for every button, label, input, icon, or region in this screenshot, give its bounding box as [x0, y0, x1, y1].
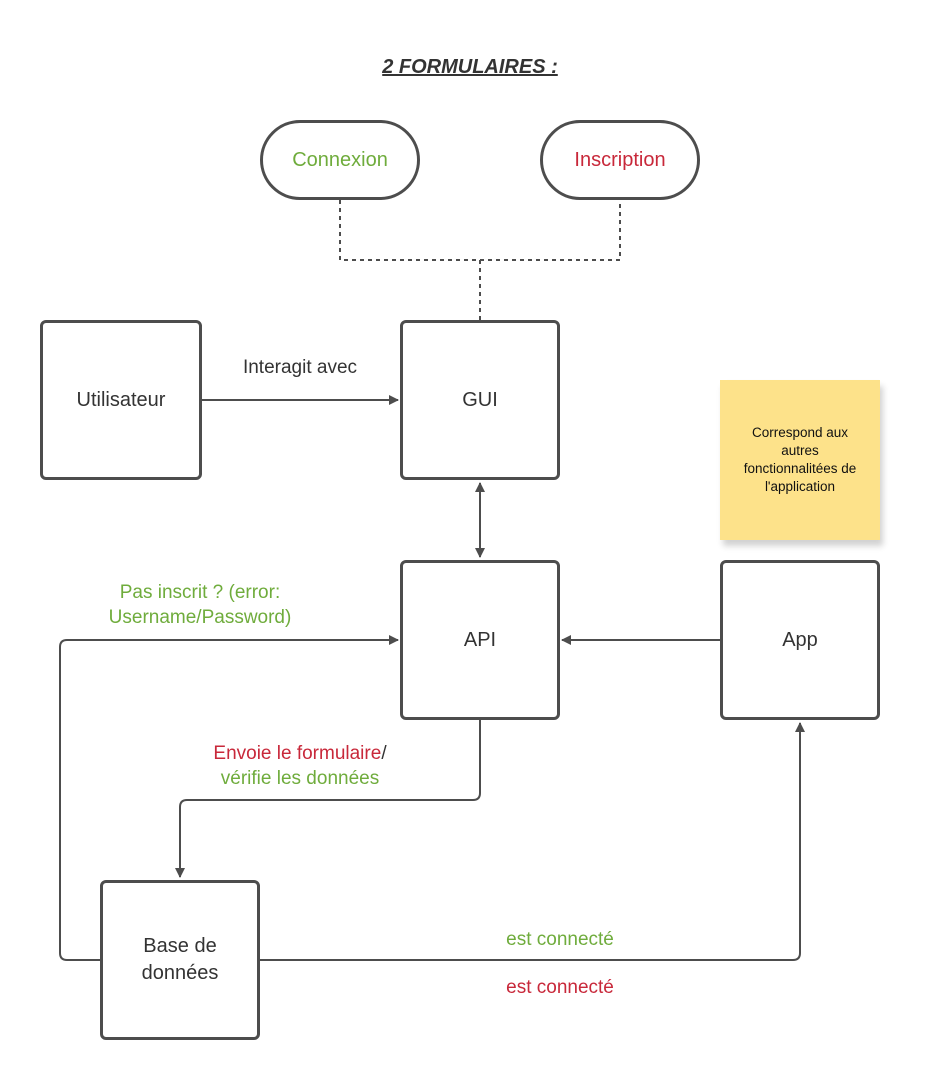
edge-label-pas-inscrit: Pas inscrit ? (error: Username/Password) — [60, 580, 340, 630]
dashed-connexion-to-gui — [339, 200, 621, 261]
form-inscription: Inscription — [540, 120, 700, 200]
edge-label-connecte-red: est connecté — [506, 977, 614, 998]
sticky-note-line3: fonctionnalitées de — [743, 461, 857, 476]
box-database-line2: données — [141, 962, 219, 984]
box-api: API — [400, 560, 560, 720]
box-database: Base de données — [100, 880, 260, 1040]
arrow-database-app — [260, 722, 805, 961]
edge-label-interagit: Interagit avec — [242, 357, 358, 378]
box-utilisateur-label: Utilisateur — [76, 388, 166, 411]
box-api-label: API — [463, 628, 497, 651]
edge-label-pas-inscrit-line1: Pas inscrit ? (error: — [119, 582, 281, 603]
arrow-api-database — [175, 720, 481, 878]
form-connexion-label: Connexion — [292, 148, 388, 171]
edge-label-connecte-green: est connecté — [506, 929, 614, 950]
form-connexion: Connexion — [260, 120, 420, 200]
edge-label-envoie: Envoie le formulaire/ vérifie les donnée… — [170, 741, 430, 791]
edge-label-pas-inscrit-line2: Username/Password) — [108, 607, 292, 628]
box-app-label: App — [782, 628, 818, 651]
page-title: 2 FORMULAIRES : — [382, 56, 558, 78]
edge-label-envoie-slash: / — [381, 743, 387, 764]
box-database-line1: Base de — [143, 935, 217, 957]
edge-label-verifie: vérifie les données — [220, 768, 380, 789]
box-gui-label: GUI — [462, 388, 498, 411]
arrow-database-api — [59, 635, 399, 961]
sticky-note-line2: autres — [781, 443, 819, 458]
sticky-note: Correspond aux autres fonctionnalitées d… — [720, 380, 880, 540]
box-app: App — [720, 560, 880, 720]
sticky-note-line4: l'application — [764, 479, 836, 494]
box-utilisateur: Utilisateur — [40, 320, 202, 480]
box-gui: GUI — [400, 320, 560, 480]
form-inscription-label: Inscription — [574, 148, 666, 171]
sticky-note-line1: Correspond aux — [751, 425, 849, 440]
edge-label-envoie-red: Envoie le formulaire — [213, 743, 382, 764]
